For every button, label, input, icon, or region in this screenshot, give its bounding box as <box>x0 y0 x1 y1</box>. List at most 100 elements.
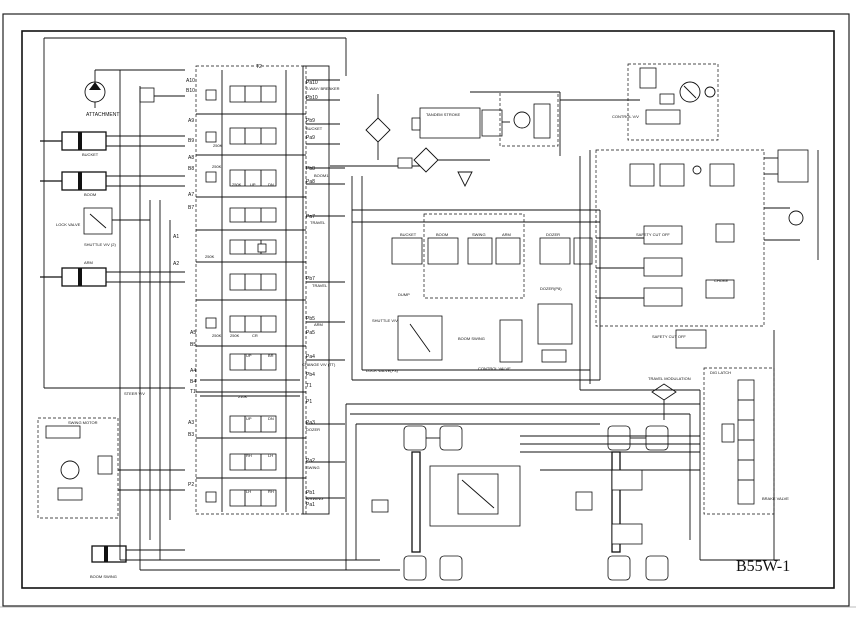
label-shuttle-vv: SHUTTLE V/V <box>372 318 398 323</box>
pump-unit: TANDEM STROKE <box>411 107 510 139</box>
pilot-pb5: Pb5 <box>306 316 315 322</box>
label-swing-motor: SWING MOTOR <box>68 420 98 425</box>
filter-block <box>330 94 490 188</box>
setting-250k-d: 250K <box>205 254 215 259</box>
label-brake-valve: BRAKE VALVE <box>762 496 789 501</box>
setting-dn-a: DN <box>268 182 274 187</box>
pilot-pb4: Pb4 <box>306 372 315 378</box>
label-arm-pilotgrp: ARM <box>502 232 511 237</box>
label-bucket: BUCKET <box>82 152 99 157</box>
pilot-pa1: Pa1 <box>306 502 315 508</box>
label-pump: TANDEM STROKE <box>426 112 460 117</box>
label-boom-pilotgrp: BOOM <box>436 232 448 237</box>
label-travel-b: TRAVEL <box>312 283 328 288</box>
travel-modulation: TRAVEL MODULATION <box>648 376 691 420</box>
label-dozer: DOZER <box>306 427 320 432</box>
label-steer: STEER V/V <box>124 391 145 396</box>
label-travel-a: TRAVEL <box>310 220 326 225</box>
pilot-pb8: Pb8 <box>306 166 315 172</box>
pilot-pb10: Pb10 <box>306 95 318 101</box>
setting-rh-a: RH <box>246 453 252 458</box>
label-bucket-pilot: BUCKET <box>306 126 323 131</box>
port-b10: B10 <box>186 88 195 94</box>
label-dozer-pilotgrp: DOZER <box>546 232 560 237</box>
port-b3: B3 <box>188 432 194 438</box>
page-border <box>2 13 850 607</box>
valve-port-labels: A10 B10 A9 B9 A8 B8 A7 B7 A1 A2 A5 B5 A4… <box>173 78 196 488</box>
setting-up-c: UP <box>246 416 252 421</box>
setting-250k-e: 250K <box>212 333 222 338</box>
attachment-motor: ATTACHMENT <box>84 69 185 118</box>
label-boom: BOOM <box>84 192 96 197</box>
pilot-pa8: Pa8 <box>306 179 315 185</box>
port-a2: A2 <box>173 261 179 267</box>
setting-br: BR <box>268 353 274 358</box>
bucket-cylinder: BUCKET <box>40 131 185 157</box>
port-b9: B9 <box>188 138 194 144</box>
right-accumulators <box>764 149 809 226</box>
pilot-pa5: Pa5 <box>306 330 315 336</box>
pilot-pump <box>470 91 561 156</box>
pilot-control-group: SAFETY CUT OFF CHOKE SAFETY CUT OFF <box>595 149 800 349</box>
label-dump: DUMP <box>398 292 410 297</box>
label-bucket-pilotgrp: BUCKET <box>400 232 417 237</box>
pilot-valves-center: BUCKET BOOM SWING ARM DOZER DUMP DOZER(P… <box>351 176 600 380</box>
label-boom-swing2: BOOM SWING <box>458 336 485 341</box>
arm-cylinder: ARM <box>40 260 185 287</box>
setting-lh-b: LH <box>246 489 251 494</box>
port-a10: A10 <box>186 78 195 84</box>
pilot-pa4: Pa4 <box>306 354 315 360</box>
setting-up-b: UP <box>246 353 252 358</box>
port-b8: B8 <box>188 166 194 172</box>
port-a5: A5 <box>190 330 196 336</box>
port-a3: A3 <box>188 420 194 426</box>
main-control-valve <box>195 65 345 515</box>
label-bswing: B/SWING <box>306 496 323 501</box>
pilot-pb7: Pb7 <box>306 276 315 282</box>
pilot-pa9: Pa9 <box>306 135 315 141</box>
setting-dn-b: DN <box>268 416 274 421</box>
port-p1: P1 <box>306 399 312 405</box>
valve-pilot-labels: Pa10 2-WAY/ BREAKER Pb10 Pb9 BUCKET Pa9 … <box>256 64 340 508</box>
port-p2: P2 <box>188 482 194 488</box>
port-b7: B7 <box>188 205 194 211</box>
label-dozer-pb: DOZER(P8) <box>540 286 562 291</box>
setting-250k-b: 250K <box>212 164 222 169</box>
label-control-vv: CONTROL V/V <box>612 114 639 119</box>
undercarriage <box>345 403 700 581</box>
port-a4: A4 <box>190 368 196 374</box>
label-boom1: BOOM1 <box>314 173 329 178</box>
setting-cr: CR <box>252 333 258 338</box>
port-a9: A9 <box>188 118 194 124</box>
label-arm: ARM <box>84 260 93 265</box>
label-control-valve: CONTROL VALVE <box>478 366 511 371</box>
label-lock-valve2: LOCK VALVE(P3) <box>366 368 399 373</box>
label-swing: SWING <box>306 465 320 470</box>
right-routing <box>579 150 819 561</box>
setting-250k-f: 250K <box>230 333 240 338</box>
label-lock-valve: LOCK VALVE <box>56 222 81 227</box>
label-boom-swing: BOOM SWING <box>90 574 117 579</box>
label-breaker: 2-WAY/ BREAKER <box>306 86 340 91</box>
port-t1: T1 <box>190 389 196 395</box>
drawing-frame <box>21 30 835 589</box>
boom-cylinder: BOOM <box>40 171 185 197</box>
left-bus <box>43 37 400 571</box>
port-a1: A1 <box>173 234 179 240</box>
label-choke: CHOKE <box>714 278 729 283</box>
label-swing-pilotgrp: SWING <box>472 232 486 237</box>
port-a7: A7 <box>188 192 194 198</box>
port-b4: B4 <box>190 379 196 385</box>
pilot-pa10: Pa10 <box>306 80 318 86</box>
setting-250k-a: 250K <box>213 143 223 148</box>
setting-250k-c: 250K <box>232 182 242 187</box>
label-arm-pilot: ARM <box>314 322 323 327</box>
label-change: CHANGE V/V (TT) <box>302 362 336 367</box>
label-shuttle-2: SHUTTLE V/V (2) <box>84 242 116 247</box>
shuttle-lock-group: SHUTTLE V/V LOCK VALVE(P3) BOOM SWING CO… <box>352 303 600 381</box>
label-travel-mod: TRAVEL MODULATION <box>648 376 691 381</box>
boom-swing-cylinder: BOOM SWING <box>90 545 185 579</box>
pilot-pa7: Pa7 <box>306 214 315 220</box>
label-dig-latch: DIG LATCH <box>710 370 731 375</box>
pilot-pa2: Pa2 <box>306 458 315 464</box>
